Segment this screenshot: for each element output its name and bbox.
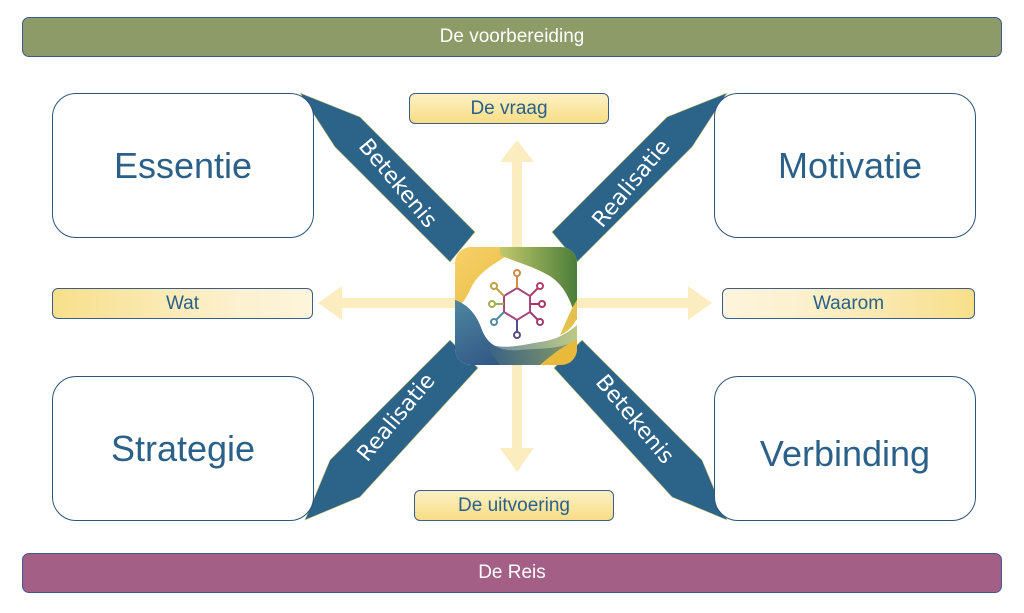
ribbons xyxy=(299,92,728,521)
ribbon-top-right xyxy=(551,92,728,263)
arrow-down xyxy=(500,330,534,472)
box-verbinding-label: Verbinding xyxy=(759,432,931,474)
center-logo xyxy=(455,247,577,365)
box-motivatie-label: Motivatie xyxy=(777,144,923,186)
label-waarom-text: Waarom xyxy=(812,292,885,314)
molecule-network-icon xyxy=(488,269,546,339)
box-essentie: Essentie xyxy=(52,93,314,238)
ribbon-label-top-left: Betekenis xyxy=(353,134,441,233)
label-wat-text: Wat xyxy=(165,292,200,314)
box-strategie: Strategie xyxy=(52,376,314,521)
arrow-up xyxy=(500,140,534,280)
footer-bar-label: De Reis xyxy=(478,562,546,583)
label-de-vraag-text: De vraag xyxy=(470,97,548,119)
box-strategie-label: Strategie xyxy=(110,427,256,469)
box-motivatie: Motivatie xyxy=(714,93,976,238)
header-bar-label: De voorbereiding xyxy=(439,26,585,47)
label-de-uitvoering-text: De uitvoering xyxy=(458,494,570,516)
header-bar-voorbereiding: De voorbereiding xyxy=(22,17,1002,57)
footer-bar-de-reis: De Reis xyxy=(22,553,1002,593)
arrow-right xyxy=(555,286,712,320)
label-de-vraag: De vraag xyxy=(409,93,609,124)
label-wat: Wat xyxy=(52,288,313,319)
box-essentie-label: Essentie xyxy=(113,144,253,186)
label-waarom: Waarom xyxy=(722,288,975,319)
arrow-left xyxy=(318,286,480,320)
label-de-uitvoering: De uitvoering xyxy=(414,490,614,521)
box-verbinding: Verbinding xyxy=(714,376,976,521)
arrows xyxy=(318,140,712,472)
ribbon-top-left xyxy=(299,92,476,263)
